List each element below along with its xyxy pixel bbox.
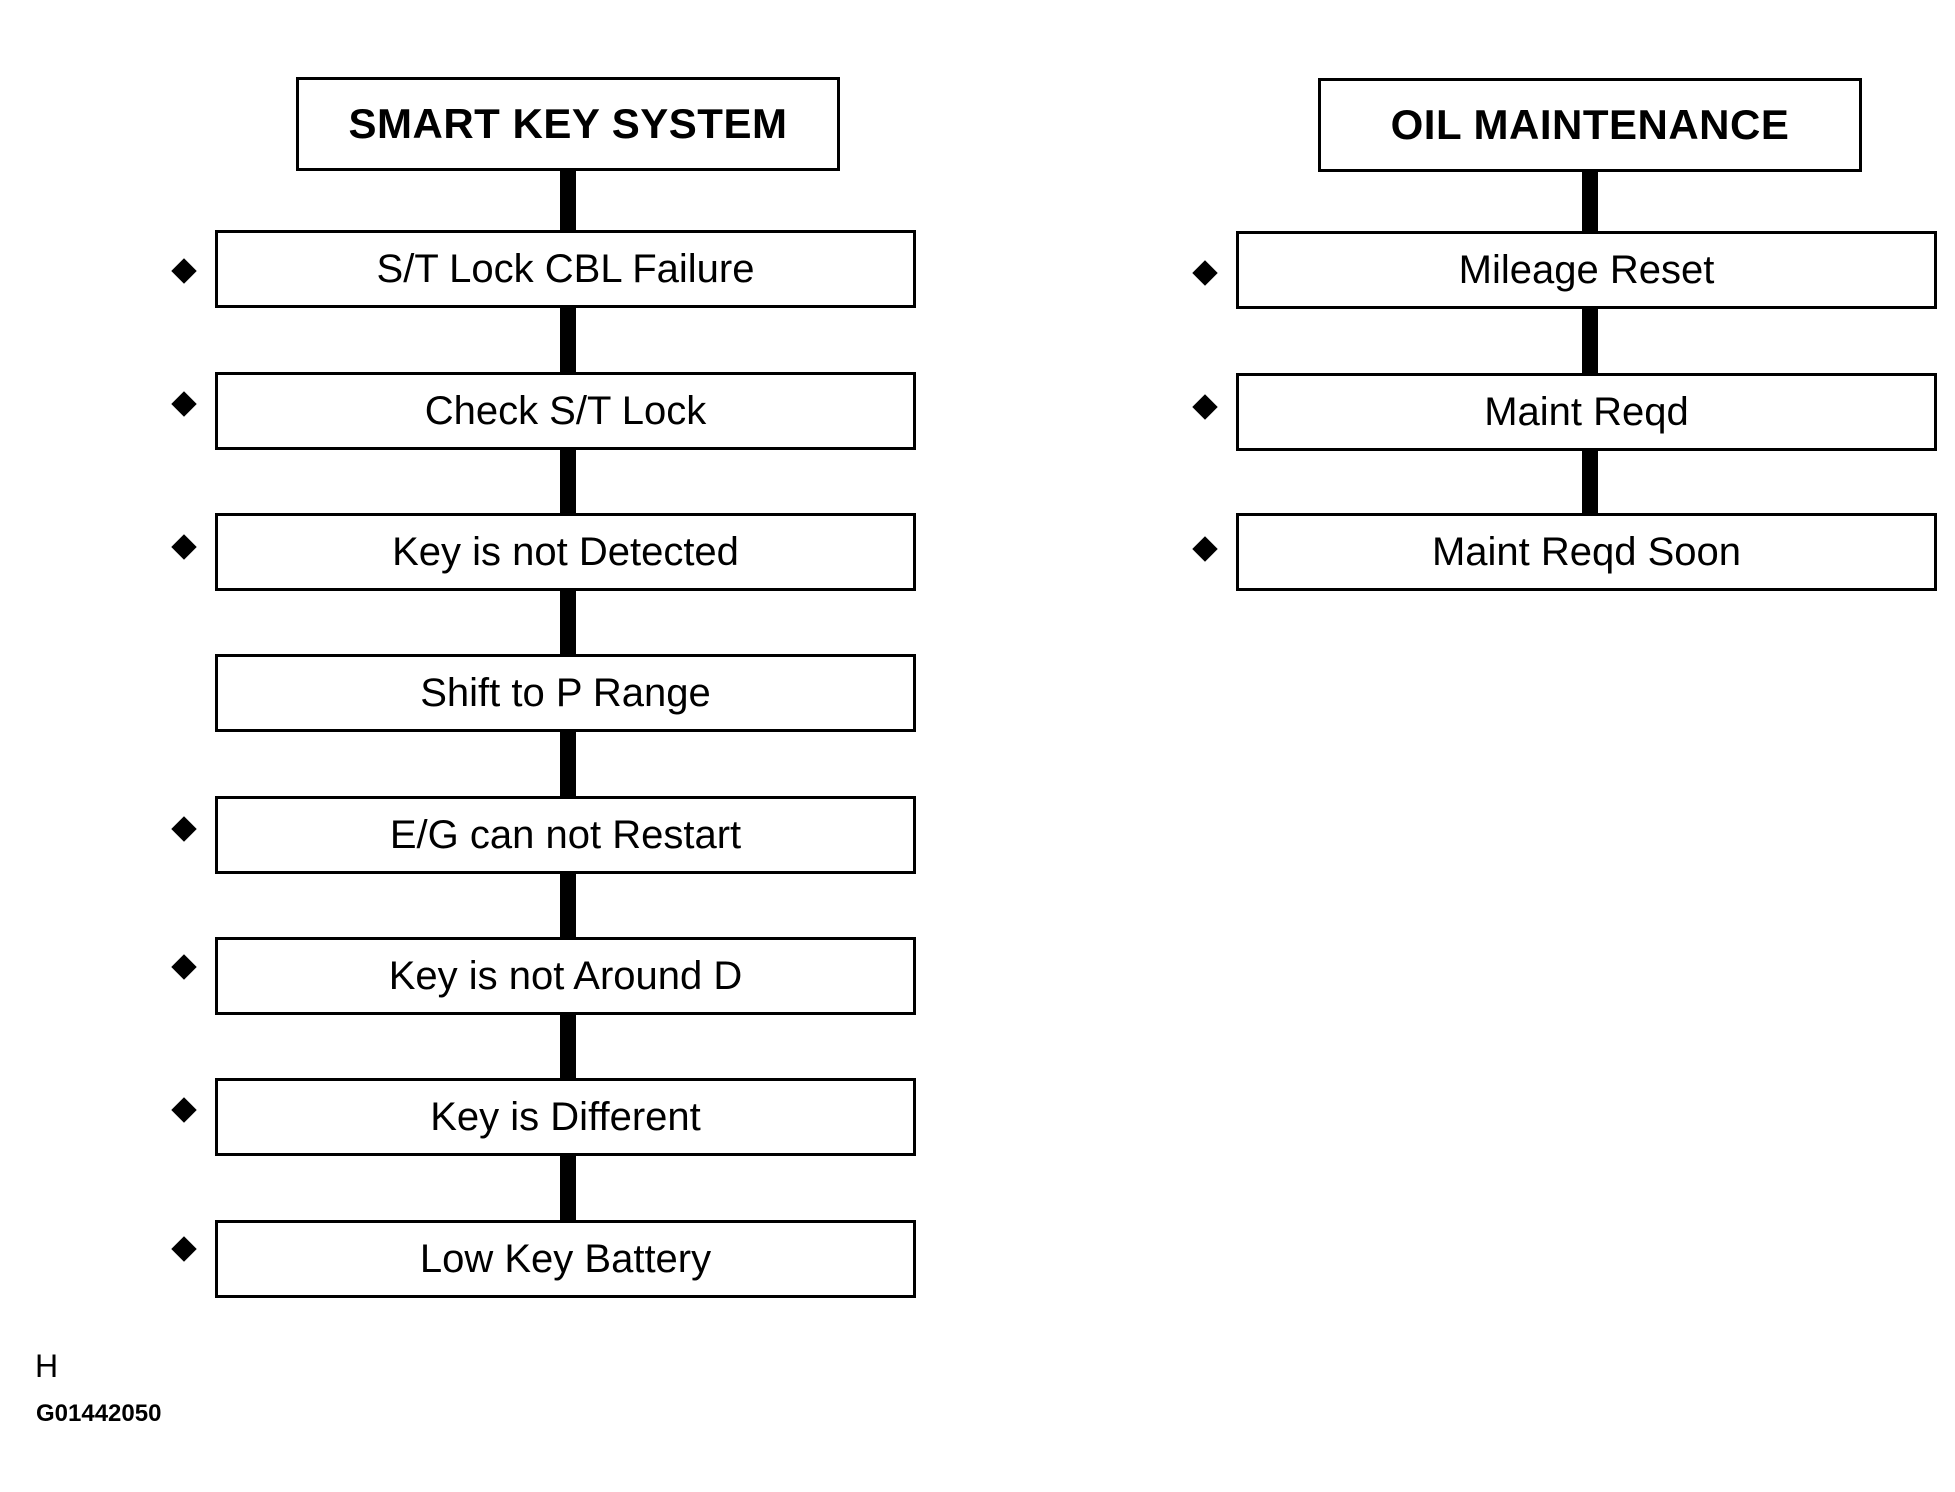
smart-key-item: Key is Different [215,1078,916,1156]
oil-maintenance-item: Maint Reqd Soon [1236,513,1937,591]
oil-maintenance-title: OIL MAINTENANCE [1318,78,1862,172]
diamond-bullet-icon [171,1236,197,1262]
diamond-bullet-icon [171,816,197,842]
smart-key-system-title: SMART KEY SYSTEM [296,77,840,171]
connector [560,1015,576,1078]
connector [560,171,576,230]
smart-key-item: Key is not Around D [215,937,916,1015]
diamond-bullet-icon [1192,394,1218,420]
smart-key-item: Key is not Detected [215,513,916,591]
diamond-bullet-icon [1192,536,1218,562]
diamond-bullet-icon [171,534,197,560]
figure-id: G01442050 [36,1400,162,1427]
oil-maintenance-item: Maint Reqd [1236,373,1937,451]
connector [560,591,576,654]
diamond-bullet-icon [171,1097,197,1123]
oil-maintenance-item: Mileage Reset [1236,231,1937,309]
connector [560,732,576,796]
diamond-bullet-icon [1192,260,1218,286]
connector [560,1156,576,1220]
connector [560,874,576,937]
smart-key-item: S/T Lock CBL Failure [215,230,916,308]
connector [560,308,576,372]
connector [1582,451,1598,513]
smart-key-item: Check S/T Lock [215,372,916,450]
smart-key-item: Shift to P Range [215,654,916,732]
connector [560,450,576,513]
smart-key-item: Low Key Battery [215,1220,916,1298]
diamond-bullet-icon [171,391,197,417]
diamond-bullet-icon [171,954,197,980]
diamond-bullet-icon [171,258,197,284]
smart-key-item: E/G can not Restart [215,796,916,874]
connector [1582,309,1598,373]
connector [1582,172,1598,231]
corner-mark: H [35,1348,59,1384]
